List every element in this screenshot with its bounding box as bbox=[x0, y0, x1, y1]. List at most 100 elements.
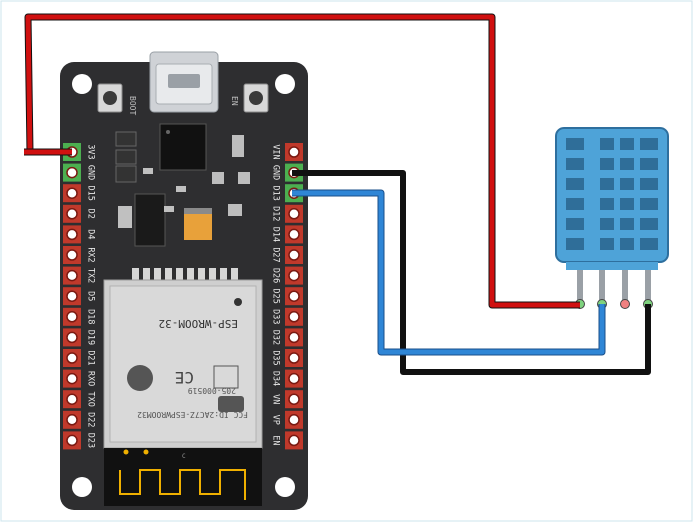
svg-text:C: C bbox=[182, 453, 186, 460]
ce-mark-icon: CE bbox=[175, 368, 194, 387]
pin-hole bbox=[288, 352, 300, 364]
left-pin-header: 3V3GNDD15D2D4RX2TX2D5D18D19D21RXOTXOD22D… bbox=[63, 143, 96, 450]
pin-label: VN bbox=[271, 394, 281, 404]
pin-label: D14 bbox=[271, 227, 281, 242]
vent-slot bbox=[640, 158, 658, 170]
pin-hole bbox=[66, 352, 78, 364]
module-pad bbox=[187, 268, 194, 282]
pin-label: RXO bbox=[86, 371, 96, 386]
pin-label: D18 bbox=[86, 309, 96, 324]
pin-hole bbox=[288, 146, 300, 158]
pin-hole bbox=[66, 290, 78, 302]
vent-slot bbox=[620, 198, 634, 210]
pin-label: 3V3 bbox=[86, 144, 96, 159]
vent-slot bbox=[566, 218, 584, 230]
en-button[interactable] bbox=[243, 83, 269, 113]
pin-hole bbox=[288, 393, 300, 405]
mount-hole bbox=[275, 74, 295, 94]
pin-hole bbox=[66, 393, 78, 405]
pin-hole bbox=[288, 228, 300, 241]
module-pad bbox=[176, 268, 183, 282]
vent-slot bbox=[600, 178, 614, 190]
vent-slot bbox=[620, 238, 634, 250]
vent-slot bbox=[640, 178, 658, 190]
vent-slot bbox=[640, 198, 658, 210]
wifi-badge-icon bbox=[218, 396, 244, 412]
vent-slot bbox=[640, 138, 658, 150]
vent-slot bbox=[566, 198, 584, 210]
pin-label: GND bbox=[271, 165, 281, 180]
pin-label: D12 bbox=[271, 206, 281, 221]
module-pad bbox=[198, 268, 205, 282]
pin-hole bbox=[66, 372, 78, 385]
pin-hole bbox=[288, 434, 300, 447]
pin-label: D32 bbox=[271, 330, 281, 345]
en-label: EN bbox=[230, 96, 239, 106]
pin-hole bbox=[288, 331, 300, 344]
vent-slot bbox=[640, 238, 658, 250]
pin-label: D25 bbox=[271, 289, 281, 304]
pin-label: D34 bbox=[271, 371, 281, 386]
pin-label: VP bbox=[271, 415, 281, 425]
pin-hole bbox=[66, 414, 78, 426]
pin-hole bbox=[288, 414, 300, 426]
vent-slot bbox=[600, 218, 614, 230]
esp32-board: BOOT EN bbox=[60, 51, 308, 510]
module-pad bbox=[165, 268, 172, 282]
pin-label: VIN bbox=[271, 144, 281, 159]
module-pad bbox=[154, 268, 161, 282]
pin-label: D35 bbox=[271, 350, 281, 365]
pin-label: D33 bbox=[271, 309, 281, 324]
pin-hole bbox=[288, 372, 300, 385]
pin-label: D4 bbox=[86, 229, 96, 239]
boot-label: BOOT bbox=[128, 96, 137, 115]
pin-hole bbox=[66, 166, 78, 179]
pin-label: GND bbox=[86, 165, 96, 180]
regulatory-mark-icon bbox=[213, 365, 239, 389]
pin-label: D19 bbox=[86, 330, 96, 345]
module-code: 205-000519 bbox=[188, 386, 236, 395]
sensor-lead bbox=[599, 270, 605, 304]
pin-label: D15 bbox=[86, 186, 96, 201]
module-pad-strip bbox=[132, 268, 238, 282]
antenna-area: C bbox=[104, 448, 262, 506]
pin-hole bbox=[66, 269, 78, 282]
pin-label: D23 bbox=[86, 433, 96, 448]
vent-slot bbox=[600, 198, 614, 210]
wire-d13-to-data bbox=[292, 190, 605, 355]
mount-hole bbox=[72, 74, 92, 94]
pin-hole bbox=[66, 311, 78, 323]
module-pad bbox=[231, 268, 238, 282]
pin-hole bbox=[66, 434, 78, 447]
vent-slot bbox=[566, 138, 584, 150]
mount-hole bbox=[275, 477, 295, 497]
wires bbox=[24, 13, 651, 375]
sensor-lead bbox=[622, 270, 628, 304]
pin-hole bbox=[66, 331, 78, 344]
sensor-lead bbox=[645, 270, 651, 304]
right-pin-header: VINGNDD13D12D14D27D26D25D33D32D35D34VNVP… bbox=[271, 143, 303, 450]
module-marking: FCC ID:2AC7Z-ESPWROOM32 bbox=[137, 410, 248, 419]
module-pad bbox=[143, 268, 150, 282]
vent-slot bbox=[566, 158, 584, 170]
usb-connector bbox=[149, 51, 219, 113]
module-pad bbox=[209, 268, 216, 282]
sensor-leads bbox=[575, 270, 653, 309]
dht11-sensor bbox=[555, 127, 669, 309]
boot-button[interactable] bbox=[97, 83, 123, 113]
pin-label: TXO bbox=[86, 392, 96, 407]
pin-hole bbox=[288, 311, 300, 323]
vent-slot bbox=[620, 218, 634, 230]
module-label: ESP-WROOM-32 bbox=[159, 317, 238, 330]
wire-3v3-to-vcc bbox=[25, 14, 580, 308]
pin-label: RX2 bbox=[86, 247, 96, 262]
pin-label: TX2 bbox=[86, 268, 96, 283]
vent-slot bbox=[600, 138, 614, 150]
pin-label: D5 bbox=[86, 291, 96, 301]
pin-hole bbox=[66, 187, 78, 199]
vent-slot bbox=[600, 238, 614, 250]
pin-label: EN bbox=[271, 435, 281, 445]
wifi-logo-icon bbox=[127, 365, 153, 391]
pin-hole bbox=[66, 228, 78, 241]
